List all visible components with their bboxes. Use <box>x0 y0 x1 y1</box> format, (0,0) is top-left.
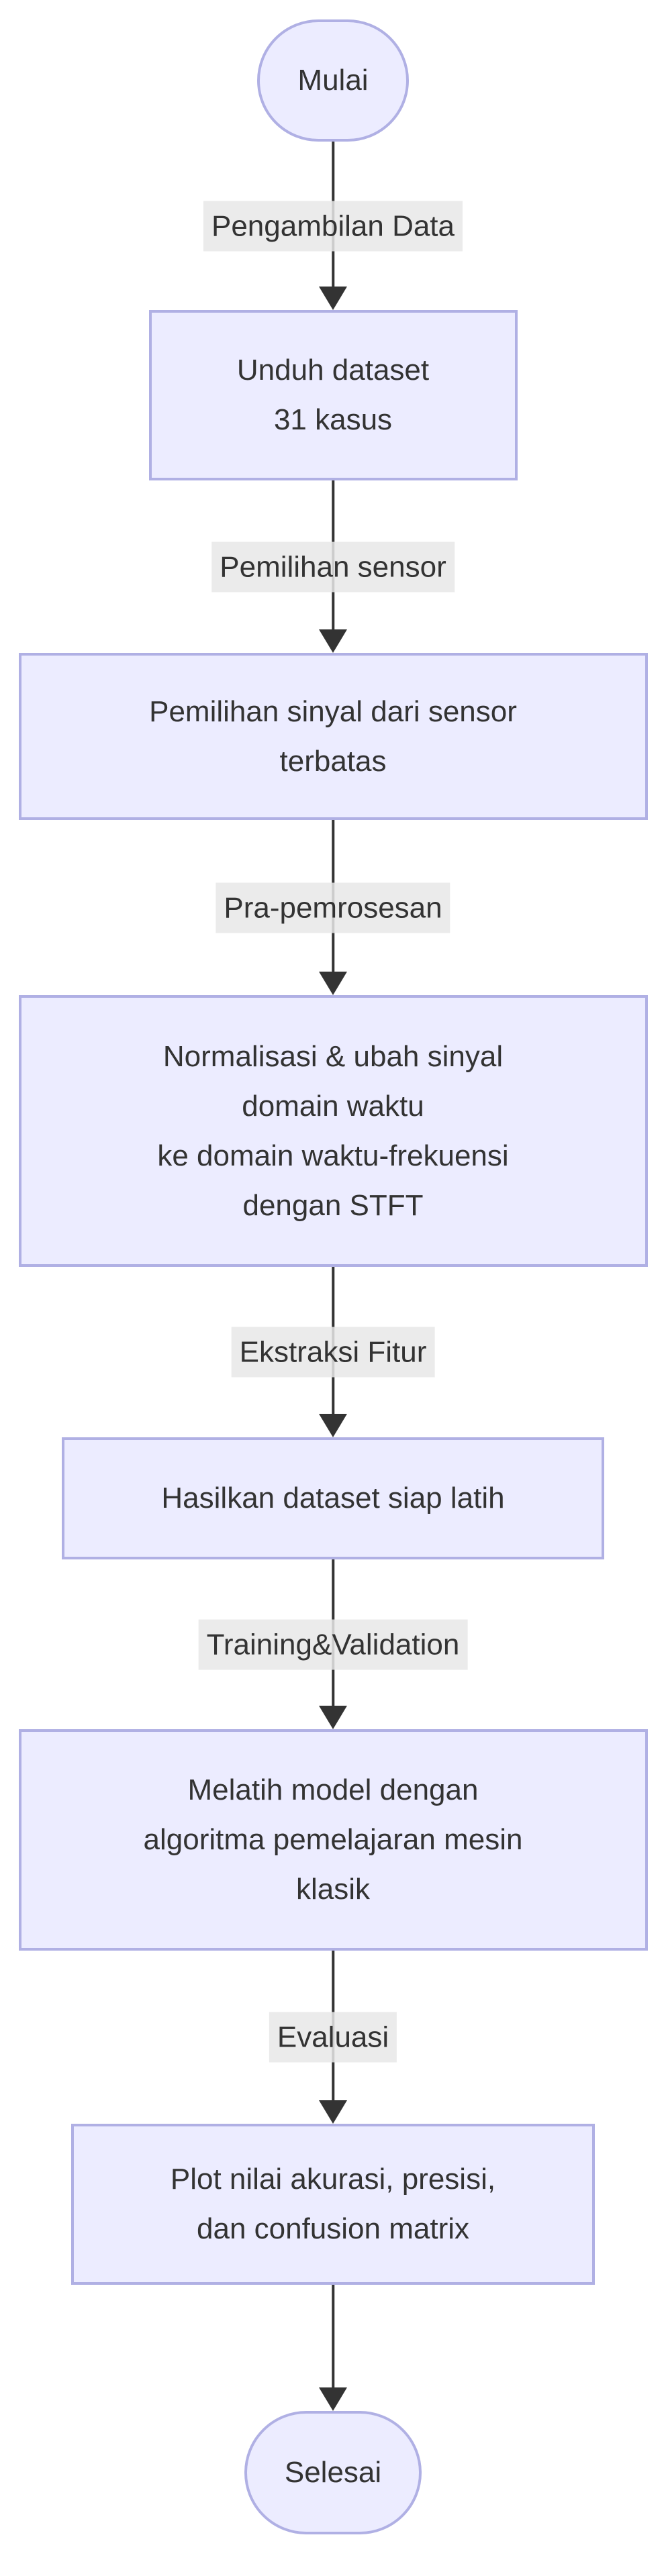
node-text-line: klasik <box>295 1873 371 1906</box>
node-text-line: Plot nilai akurasi, presisi, <box>170 2163 496 2196</box>
node-text-line: terbatas <box>279 744 387 778</box>
node-text-line: Unduh dataset <box>236 354 430 387</box>
process-node-melatih-model: Melatih model dengan algoritma pemelajar… <box>18 1729 648 1951</box>
node-text-line: algoritma pemelajaran mesin <box>143 1823 523 1856</box>
process-node-unduh-dataset: Unduh dataset 31 kasus <box>148 310 518 480</box>
node-text-line: Hasilkan dataset siap latih <box>161 1482 505 1514</box>
edge-pra-pemrosesan: Pra-pemrosesan <box>0 820 666 995</box>
arrowhead-icon <box>319 2387 347 2411</box>
node-text-line: Normalisasi & ubah sinyal <box>162 1039 504 1073</box>
edge-label-evaluasi: Evaluasi <box>269 2012 397 2063</box>
edge-label-ekstraksi-fitur: Ekstraksi Fitur <box>231 1327 435 1378</box>
start-node-label: Mulai <box>297 63 369 97</box>
arrowhead-icon <box>319 2100 347 2124</box>
edge-label-pengambilan-data: Pengambilan Data <box>203 201 463 251</box>
arrowhead-icon <box>319 972 347 995</box>
process-node-pemilihan-sinyal: Pemilihan sinyal dari sensor terbatas <box>18 653 648 820</box>
process-node-normalisasi-stft: Normalisasi & ubah sinyal domain waktu k… <box>18 995 648 1267</box>
edge-label-pra-pemrosesan: Pra-pemrosesan <box>216 882 450 933</box>
edge-line <box>332 2285 334 2408</box>
end-node: Selesai <box>244 2411 422 2534</box>
edge-evaluasi: Evaluasi <box>0 1951 666 2124</box>
arrowhead-icon <box>319 287 347 310</box>
end-node-label: Selesai <box>284 2455 382 2489</box>
node-text-line: ke domain waktu-frekuensi <box>157 1139 509 1172</box>
edge-to-end <box>0 2285 666 2411</box>
edge-label-pemilihan-sensor: Pemilihan sensor <box>211 542 455 592</box>
node-text-line: Melatih model dengan <box>187 1773 479 1806</box>
node-text-line: dan confusion matrix <box>197 2212 469 2245</box>
process-node-plot-evaluasi: Plot nilai akurasi, presisi, dan confusi… <box>71 2124 595 2285</box>
node-text-line: 31 kasus <box>273 403 393 436</box>
start-node: Mulai <box>257 19 409 142</box>
edge-label-training-validation: Training&Validation <box>198 1619 468 1669</box>
arrowhead-icon <box>319 629 347 653</box>
node-text-line: Pemilihan sinyal dari sensor <box>149 694 517 728</box>
arrowhead-icon <box>319 1414 347 1437</box>
arrowhead-icon <box>319 1706 347 1729</box>
node-text-line: domain waktu <box>242 1089 424 1123</box>
process-node-hasilkan-dataset: Hasilkan dataset siap latih <box>62 1437 604 1559</box>
edge-pemilihan-sensor: Pemilihan sensor <box>0 480 666 653</box>
edge-training-validation: Training&Validation <box>0 1559 666 1729</box>
edge-ekstraksi-fitur: Ekstraksi Fitur <box>0 1267 666 1437</box>
node-text-line: dengan STFT <box>242 1188 424 1222</box>
edge-pengambilan-data: Pengambilan Data <box>0 142 666 310</box>
